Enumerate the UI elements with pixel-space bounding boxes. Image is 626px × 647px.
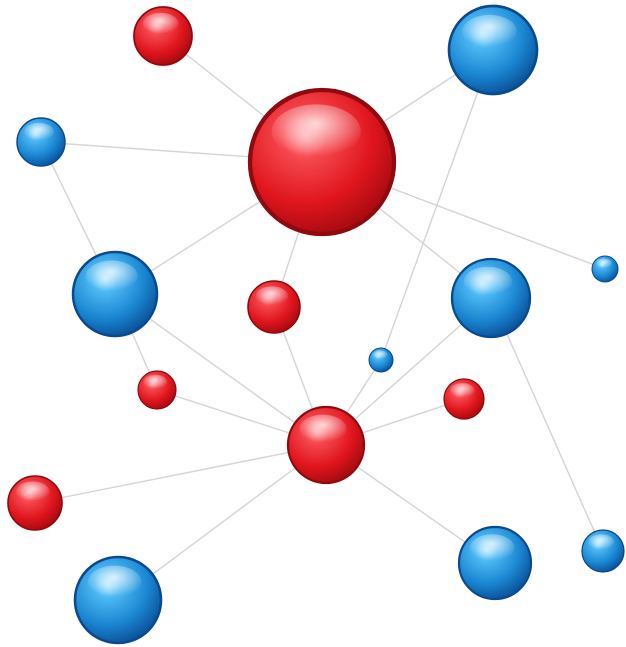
sphere-highlight bbox=[462, 15, 517, 48]
node-blue-bottom-left bbox=[75, 557, 161, 643]
node-blue-left-large bbox=[73, 252, 157, 336]
node-blue-right-large bbox=[452, 259, 530, 337]
sphere-highlight bbox=[470, 534, 515, 561]
node-blue-center-tiny bbox=[369, 348, 393, 372]
sphere-highlight bbox=[588, 534, 614, 550]
sphere-highlight bbox=[143, 13, 179, 35]
node-red-middle bbox=[248, 281, 300, 333]
sphere-highlight bbox=[144, 375, 168, 389]
node-blue-top-right bbox=[449, 6, 537, 94]
sphere-highlight bbox=[299, 415, 346, 444]
sphere-highlight bbox=[88, 566, 141, 599]
node-red-left-small bbox=[138, 371, 176, 409]
node-red-top-left bbox=[134, 7, 192, 65]
node-red-hub-center bbox=[288, 407, 364, 483]
edge-red-left-edge-to-red-hub-center bbox=[35, 445, 326, 503]
sphere-highlight bbox=[86, 260, 138, 292]
node-blue-left-small bbox=[17, 118, 65, 166]
sphere-highlight bbox=[596, 259, 612, 269]
node-blue-far-right-tiny bbox=[592, 256, 618, 282]
sphere-highlight bbox=[256, 286, 288, 306]
sphere-highlight bbox=[16, 481, 49, 502]
node-blue-bottom-right bbox=[459, 527, 531, 599]
nodes-layer bbox=[8, 6, 624, 643]
node-red-hub-large bbox=[250, 90, 394, 234]
node-red-left-edge bbox=[8, 476, 62, 530]
node-blue-bottom-far-right bbox=[582, 530, 624, 572]
node-red-right-small bbox=[444, 379, 484, 419]
sphere-highlight bbox=[464, 267, 512, 297]
sphere-highlight bbox=[450, 383, 475, 398]
sphere-highlight bbox=[272, 104, 361, 159]
edge-blue-right-large-to-blue-bottom-far-right bbox=[491, 298, 603, 551]
sphere-highlight bbox=[24, 123, 54, 141]
sphere-highlight bbox=[373, 350, 388, 359]
